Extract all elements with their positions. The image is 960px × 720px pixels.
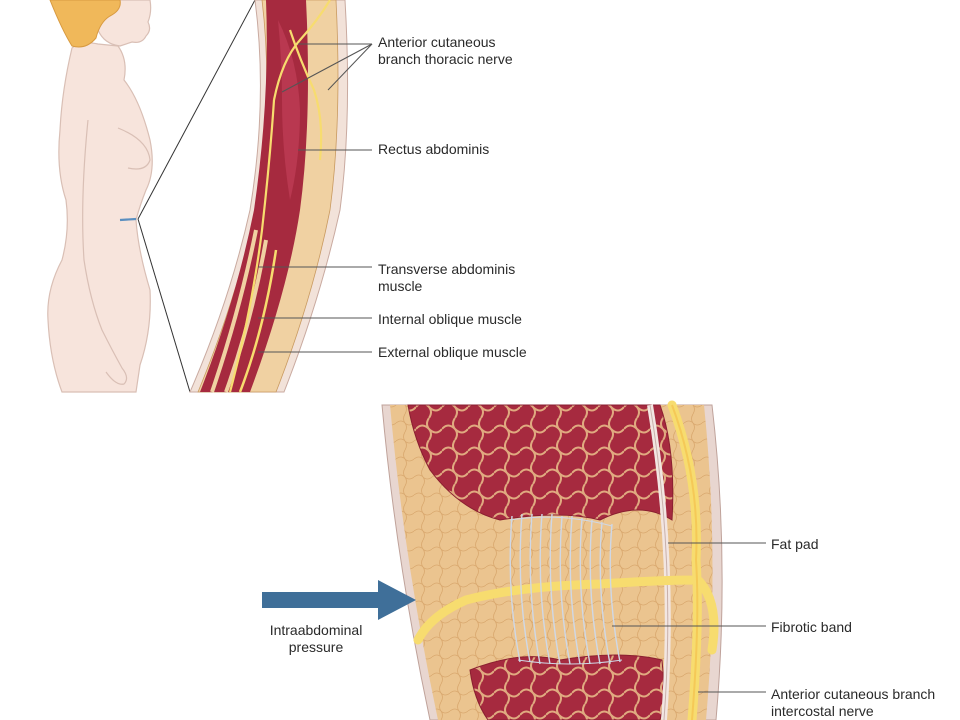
label-fibrotic-band: Fibrotic band <box>771 619 852 636</box>
label-line: Fat pad <box>771 536 819 552</box>
label-line: Fibrotic band <box>771 619 852 635</box>
hair <box>49 0 121 48</box>
label-anterior-cutaneous-thoracic: Anterior cutaneous branch thoracic nerve <box>378 34 513 68</box>
woman-figure <box>47 0 153 393</box>
top-leader-lines <box>258 43 373 353</box>
incision-marker <box>119 217 137 222</box>
label-intraabdominal-pressure: Intraabdominal pressure <box>261 622 371 656</box>
label-line: Internal oblique muscle <box>378 311 522 327</box>
label-line: Anterior cutaneous branch <box>771 686 936 702</box>
label-line: Rectus abdominis <box>378 141 490 157</box>
label-line: Anterior cutaneous <box>378 34 496 50</box>
label-internal-oblique: Internal oblique muscle <box>378 311 522 328</box>
top-nerve <box>228 0 331 393</box>
fibrotic-band <box>509 513 623 665</box>
bottom-leader-lines <box>612 542 766 693</box>
pressure-arrow <box>262 580 416 620</box>
body-silhouette <box>47 42 153 393</box>
label-fat-pad: Fat pad <box>771 536 818 553</box>
label-line: Transverse abdominis <box>378 261 516 277</box>
label-intercostal-nerve: Anterior cutaneous branch intercostal ne… <box>771 686 935 720</box>
label-line: External oblique muscle <box>378 344 527 360</box>
label-line: branch thoracic nerve <box>378 51 513 67</box>
label-line: muscle <box>378 278 423 294</box>
label-rectus-abdominis: Rectus abdominis <box>378 141 489 158</box>
fibrotic-section <box>381 400 723 720</box>
label-line: Intraabdominal <box>269 622 363 638</box>
label-transverse-abdominis: Transverse abdominis muscle <box>378 261 515 295</box>
label-external-oblique: External oblique muscle <box>378 344 527 361</box>
label-line: pressure <box>288 639 344 655</box>
label-line: intercostal nerve <box>771 703 874 719</box>
abdominal-wall-section <box>189 0 349 393</box>
